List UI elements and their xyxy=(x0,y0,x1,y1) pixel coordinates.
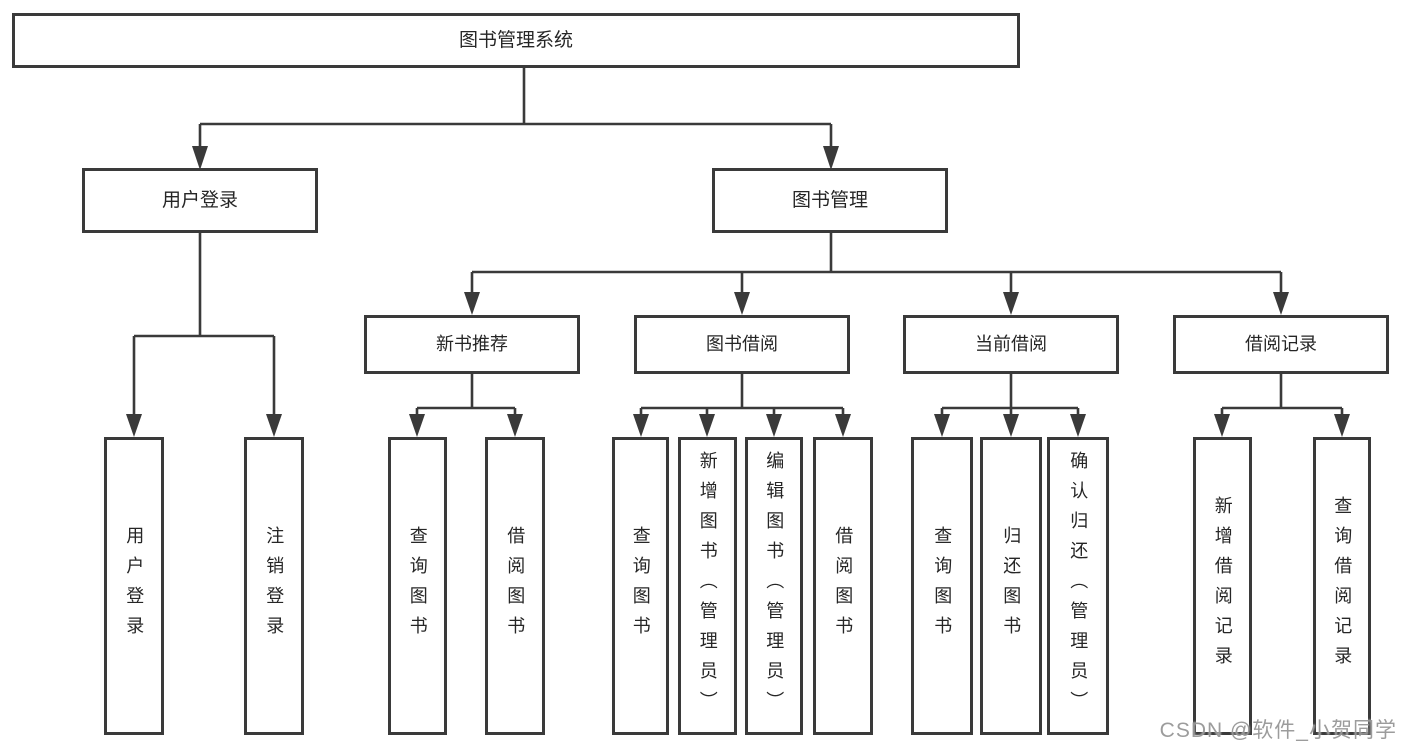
node-current-borrow-label: 当前借阅 xyxy=(975,334,1047,355)
leaf-newbook-query-label: 查询图书 xyxy=(407,526,428,646)
node-root-label: 图书管理系统 xyxy=(458,29,573,51)
leaf-record-add-label: 新增借阅记录 xyxy=(1212,496,1233,676)
leaf-return-book-label: 归还图书 xyxy=(1001,526,1022,646)
leaf-newbook-query: 查询图书 xyxy=(388,437,447,735)
leaf-record-query-label: 查询借阅记录 xyxy=(1332,496,1353,676)
leaf-confirm-return-admin: 确认归还（管理员） xyxy=(1047,437,1109,735)
node-borrow-record: 借阅记录 xyxy=(1173,315,1389,374)
leaf-record-query: 查询借阅记录 xyxy=(1313,437,1371,735)
node-book-borrow: 图书借阅 xyxy=(634,315,850,374)
watermark: CSDN @软件_小贺同学 xyxy=(1159,719,1397,742)
leaf-confirm-return-admin-label: 确认归还（管理员） xyxy=(1068,451,1089,721)
node-book-management: 图书管理 xyxy=(712,168,948,233)
leaf-current-query-label: 查询图书 xyxy=(932,526,953,646)
leaf-borrow-add-admin: 新增图书（管理员） xyxy=(678,437,737,735)
leaf-borrow-edit-admin: 编辑图书（管理员） xyxy=(745,437,803,735)
node-new-book-recommend: 新书推荐 xyxy=(364,315,580,374)
leaf-user-login: 用户登录 xyxy=(104,437,164,735)
leaf-logout: 注销登录 xyxy=(244,437,304,735)
node-root: 图书管理系统 xyxy=(12,13,1020,68)
leaf-record-add: 新增借阅记录 xyxy=(1193,437,1252,735)
node-new-book-recommend-label: 新书推荐 xyxy=(436,334,508,355)
leaf-newbook-borrow-label: 借阅图书 xyxy=(505,526,526,646)
leaf-logout-label: 注销登录 xyxy=(264,526,285,646)
leaf-borrow-query: 查询图书 xyxy=(612,437,669,735)
leaf-borrow-book: 借阅图书 xyxy=(813,437,873,735)
leaf-borrow-query-label: 查询图书 xyxy=(630,526,651,646)
leaf-current-query: 查询图书 xyxy=(911,437,973,735)
arrowhead-group xyxy=(126,146,1350,437)
node-current-borrow: 当前借阅 xyxy=(903,315,1119,374)
node-user-login: 用户登录 xyxy=(82,168,318,233)
node-user-login-label: 用户登录 xyxy=(161,189,238,211)
node-book-management-label: 图书管理 xyxy=(791,189,868,211)
leaf-newbook-borrow: 借阅图书 xyxy=(485,437,545,735)
node-borrow-record-label: 借阅记录 xyxy=(1245,334,1317,355)
leaf-return-book: 归还图书 xyxy=(980,437,1042,735)
leaf-borrow-add-admin-label: 新增图书（管理员） xyxy=(697,451,718,721)
node-book-borrow-label: 图书借阅 xyxy=(706,334,778,355)
leaf-borrow-edit-admin-label: 编辑图书（管理员） xyxy=(764,451,785,721)
leaf-borrow-book-label: 借阅图书 xyxy=(833,526,854,646)
leaf-user-login-label: 用户登录 xyxy=(124,526,145,646)
